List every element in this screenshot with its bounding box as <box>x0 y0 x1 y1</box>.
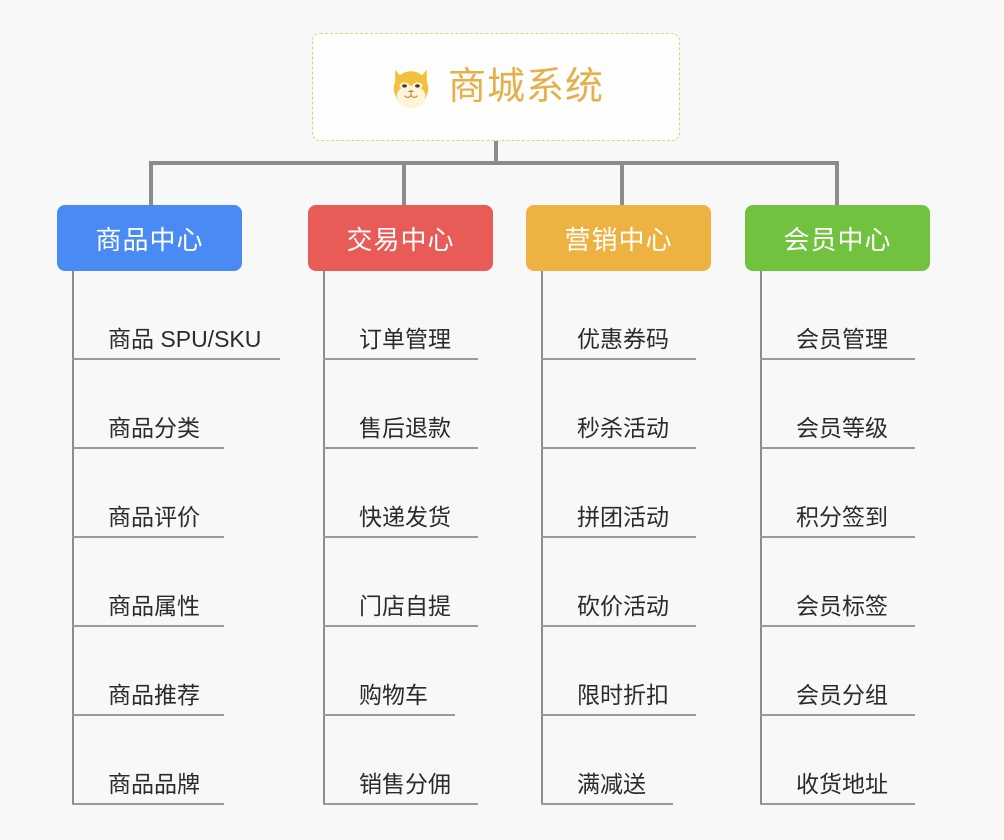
leaf-item-label: 会员标签 <box>796 593 888 620</box>
leaf-item[interactable]: 售后退款 <box>323 360 478 449</box>
connector-horizontal-bus <box>149 161 839 165</box>
leaf-item-label: 销售分佣 <box>359 771 451 798</box>
leaf-item-label: 快递发货 <box>359 504 451 531</box>
category-label: 交易中心 <box>346 224 455 255</box>
root-title: 商城系统 <box>447 66 604 108</box>
leaf-item-label: 售后退款 <box>359 415 451 442</box>
leaf-item-label: 限时折扣 <box>577 682 669 709</box>
leaf-item[interactable]: 收货地址 <box>760 716 915 805</box>
leaf-item-label: 商品品牌 <box>108 771 200 798</box>
leaf-item-label: 门店自提 <box>359 593 451 620</box>
leaf-item[interactable]: 拼团活动 <box>541 449 696 538</box>
leaf-item-label: 商品 SPU/SKU <box>108 326 262 353</box>
leaf-item-label: 优惠券码 <box>577 326 669 353</box>
leaf-item-label: 订单管理 <box>359 326 451 353</box>
leaf-item-label: 拼团活动 <box>577 504 669 531</box>
leaf-item[interactable]: 订单管理 <box>323 271 478 360</box>
leaf-item[interactable]: 限时折扣 <box>541 627 696 716</box>
leaf-item[interactable]: 商品品牌 <box>72 716 224 805</box>
dog-face-icon <box>393 69 429 109</box>
leaf-item-label: 砍价活动 <box>577 593 669 620</box>
leaf-item[interactable]: 购物车 <box>323 627 455 716</box>
leaf-item-label: 收货地址 <box>796 771 888 798</box>
leaf-item[interactable]: 会员分组 <box>760 627 915 716</box>
leaf-spine <box>323 271 325 805</box>
leaf-item-label: 会员等级 <box>796 415 888 442</box>
leaf-item-label: 商品分类 <box>108 415 200 442</box>
leaf-item[interactable]: 会员等级 <box>760 360 915 449</box>
leaf-item-label: 购物车 <box>359 682 428 709</box>
leaf-item-label: 商品推荐 <box>108 682 200 709</box>
leaf-item[interactable]: 砍价活动 <box>541 538 696 627</box>
category-label: 营销中心 <box>564 224 673 255</box>
leaf-item[interactable]: 商品 SPU/SKU <box>72 271 280 360</box>
leaf-spine <box>760 271 762 805</box>
leaf-item[interactable]: 秒杀活动 <box>541 360 696 449</box>
category-box-1[interactable]: 商品中心 <box>57 205 242 271</box>
category-box-2[interactable]: 交易中心 <box>308 205 493 271</box>
connector-root-stem <box>494 141 498 165</box>
leaf-item-label: 商品评价 <box>108 504 200 531</box>
leaf-item-label: 满减送 <box>577 771 646 798</box>
leaf-item[interactable]: 商品分类 <box>72 360 224 449</box>
leaf-item-label: 会员管理 <box>796 326 888 353</box>
leaf-spine <box>72 271 74 805</box>
leaf-spine <box>541 271 543 805</box>
connector-drop-3 <box>620 161 624 207</box>
category-label: 商品中心 <box>95 224 204 255</box>
leaf-item[interactable]: 积分签到 <box>760 449 915 538</box>
leaf-item[interactable]: 商品评价 <box>72 449 224 538</box>
leaf-item[interactable]: 优惠券码 <box>541 271 696 360</box>
connector-drop-4 <box>835 161 839 207</box>
root-node[interactable]: 商城系统 <box>312 33 680 141</box>
leaf-item[interactable]: 会员标签 <box>760 538 915 627</box>
leaf-item[interactable]: 商品属性 <box>72 538 224 627</box>
category-box-3[interactable]: 营销中心 <box>526 205 711 271</box>
leaf-item[interactable]: 快递发货 <box>323 449 478 538</box>
leaf-item-label: 商品属性 <box>108 593 200 620</box>
leaf-item[interactable]: 满减送 <box>541 716 673 805</box>
leaf-item[interactable]: 商品推荐 <box>72 627 224 716</box>
leaf-item[interactable]: 会员管理 <box>760 271 915 360</box>
connector-drop-1 <box>149 161 153 207</box>
category-label: 会员中心 <box>783 224 892 255</box>
leaf-item-label: 秒杀活动 <box>577 415 669 442</box>
category-box-4[interactable]: 会员中心 <box>745 205 930 271</box>
leaf-item-label: 积分签到 <box>796 504 888 531</box>
connector-drop-2 <box>402 161 406 207</box>
leaf-item[interactable]: 门店自提 <box>323 538 478 627</box>
leaf-item[interactable]: 销售分佣 <box>323 716 478 805</box>
leaf-item-label: 会员分组 <box>796 682 888 709</box>
